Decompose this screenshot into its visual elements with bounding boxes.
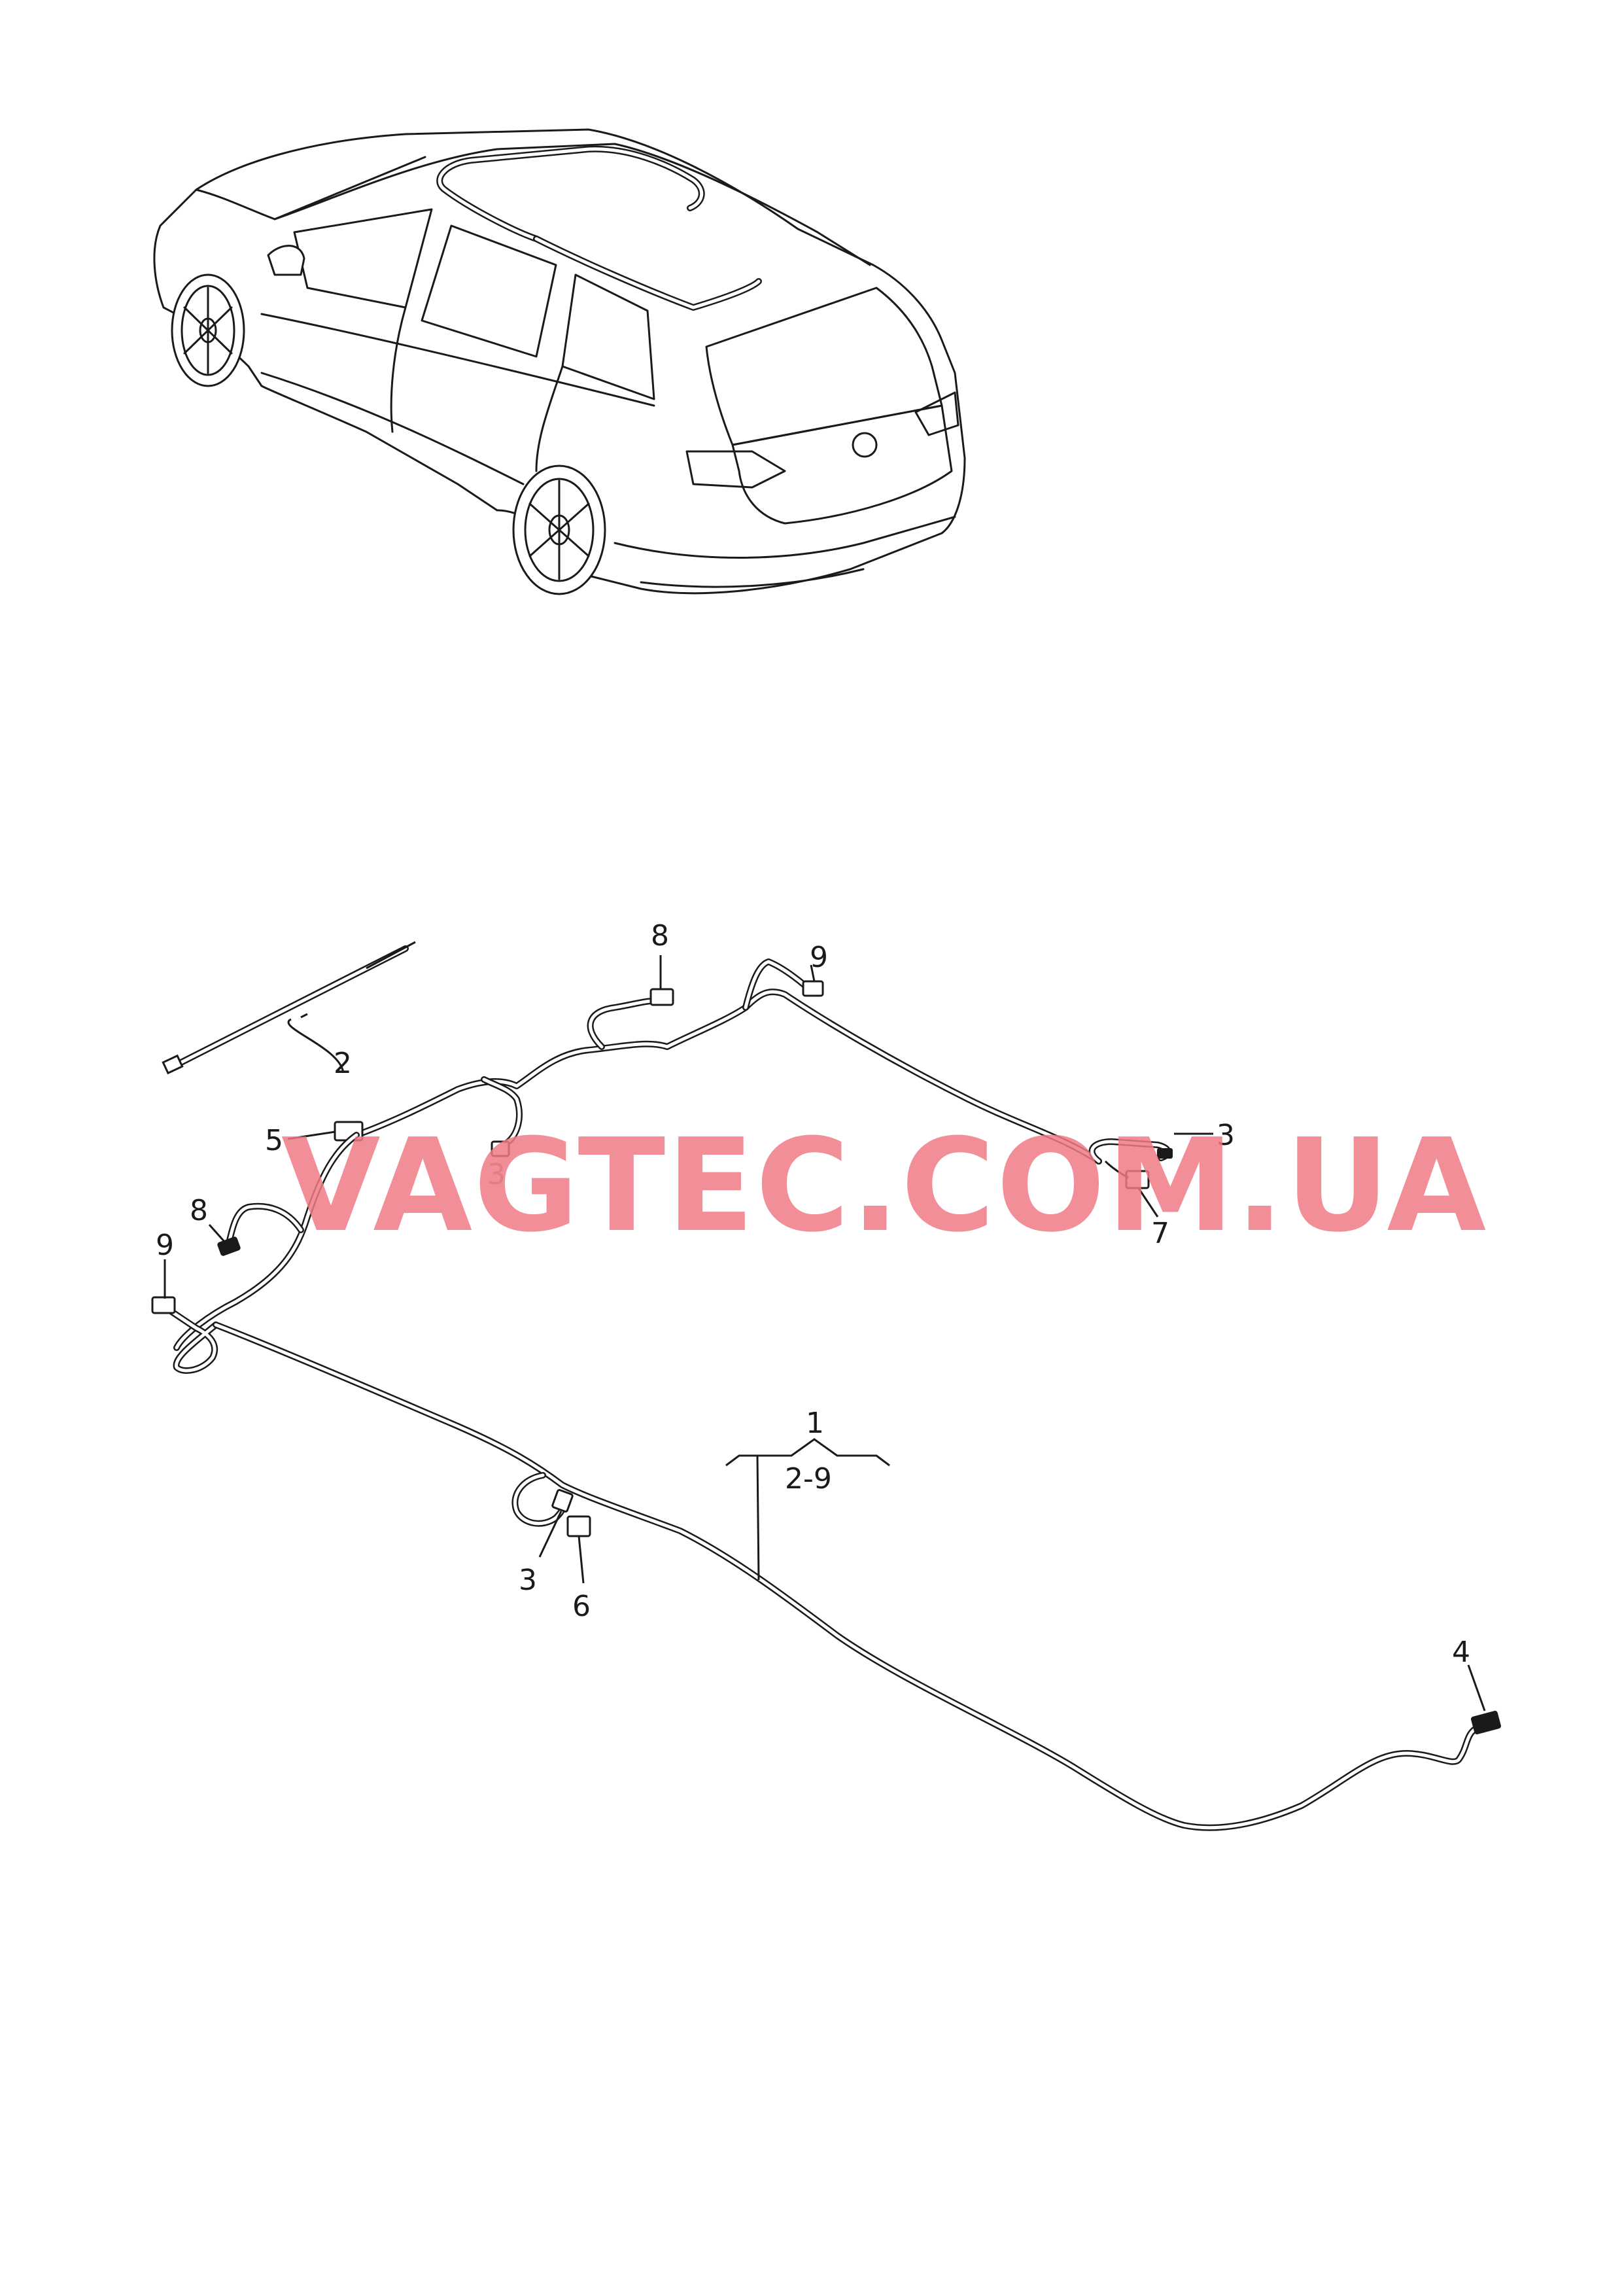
leader-4 [1467,1664,1486,1711]
car-badge [852,432,878,458]
bracket-1 [725,1438,890,1467]
callout-1: 1 [806,1407,824,1440]
connector-3-right [1157,1148,1173,1159]
car-door-seam-2 [535,365,564,472]
car-front-wheel [171,273,245,387]
car-side-line [260,313,655,407]
car-rear-door-window [421,224,557,358]
harness-long-run [213,1322,1481,1831]
car-bumper [613,516,956,559]
car-door-seam-1 [390,306,407,433]
callout-labels: 1 2-9 2 3 3 3 4 5 6 7 8 8 9 9 [156,919,1470,1669]
callout-8-top: 8 [651,919,669,953]
car-windshield [195,156,426,220]
connector-8-top [649,988,674,1006]
car-taillight-right [914,391,959,436]
car-rear-wheel [512,464,606,595]
connector-8-left [217,1236,241,1256]
car-illustration [153,128,966,595]
car-roof [273,143,871,266]
connector-4 [1470,1710,1502,1735]
callout-9-left: 9 [156,1229,174,1262]
leader-1-stem [756,1455,760,1581]
leader-2-line [287,1018,345,1074]
leader-9-top [810,964,816,982]
car-taillight-left [685,450,786,489]
callout-9-top: 9 [810,941,828,974]
callout-2: 2 [334,1047,352,1080]
leader-5 [287,1130,336,1140]
callout-5: 5 [265,1124,283,1157]
callout-3-center: 3 [487,1158,506,1191]
leader-lines [164,955,1486,1711]
connector-9-top [802,980,824,997]
connector-3-center [491,1140,510,1157]
callout-1-range: 2-9 [785,1462,832,1496]
car-rear-window [705,287,943,446]
wiring-harness [151,941,1502,1831]
connector-3-lower [551,1489,574,1513]
car-bumper-lower [640,568,865,588]
callout-3-right: 3 [1217,1119,1235,1152]
car-mirror [267,245,305,276]
leader-8-left [208,1224,227,1244]
connector-6 [566,1515,591,1537]
connector-part-2 [162,1054,184,1075]
connector-9-left [151,1296,176,1314]
leader-3-lower [538,1511,562,1558]
callout-4: 4 [1452,1636,1470,1669]
car-quarter-window [561,273,655,400]
callout-6: 6 [572,1590,591,1623]
callout-3-lower: 3 [519,1564,537,1597]
cable-part-2-tip [366,941,416,970]
callout-8-left: 8 [190,1194,208,1227]
leader-7 [1137,1187,1159,1218]
car-sill [260,372,525,485]
leader-2 [300,1013,308,1019]
car-tailgate [731,404,953,525]
watermark: VAGTEC.COM.UA [281,1112,1487,1261]
leader-6 [578,1535,585,1584]
callout-7: 7 [1151,1217,1169,1250]
